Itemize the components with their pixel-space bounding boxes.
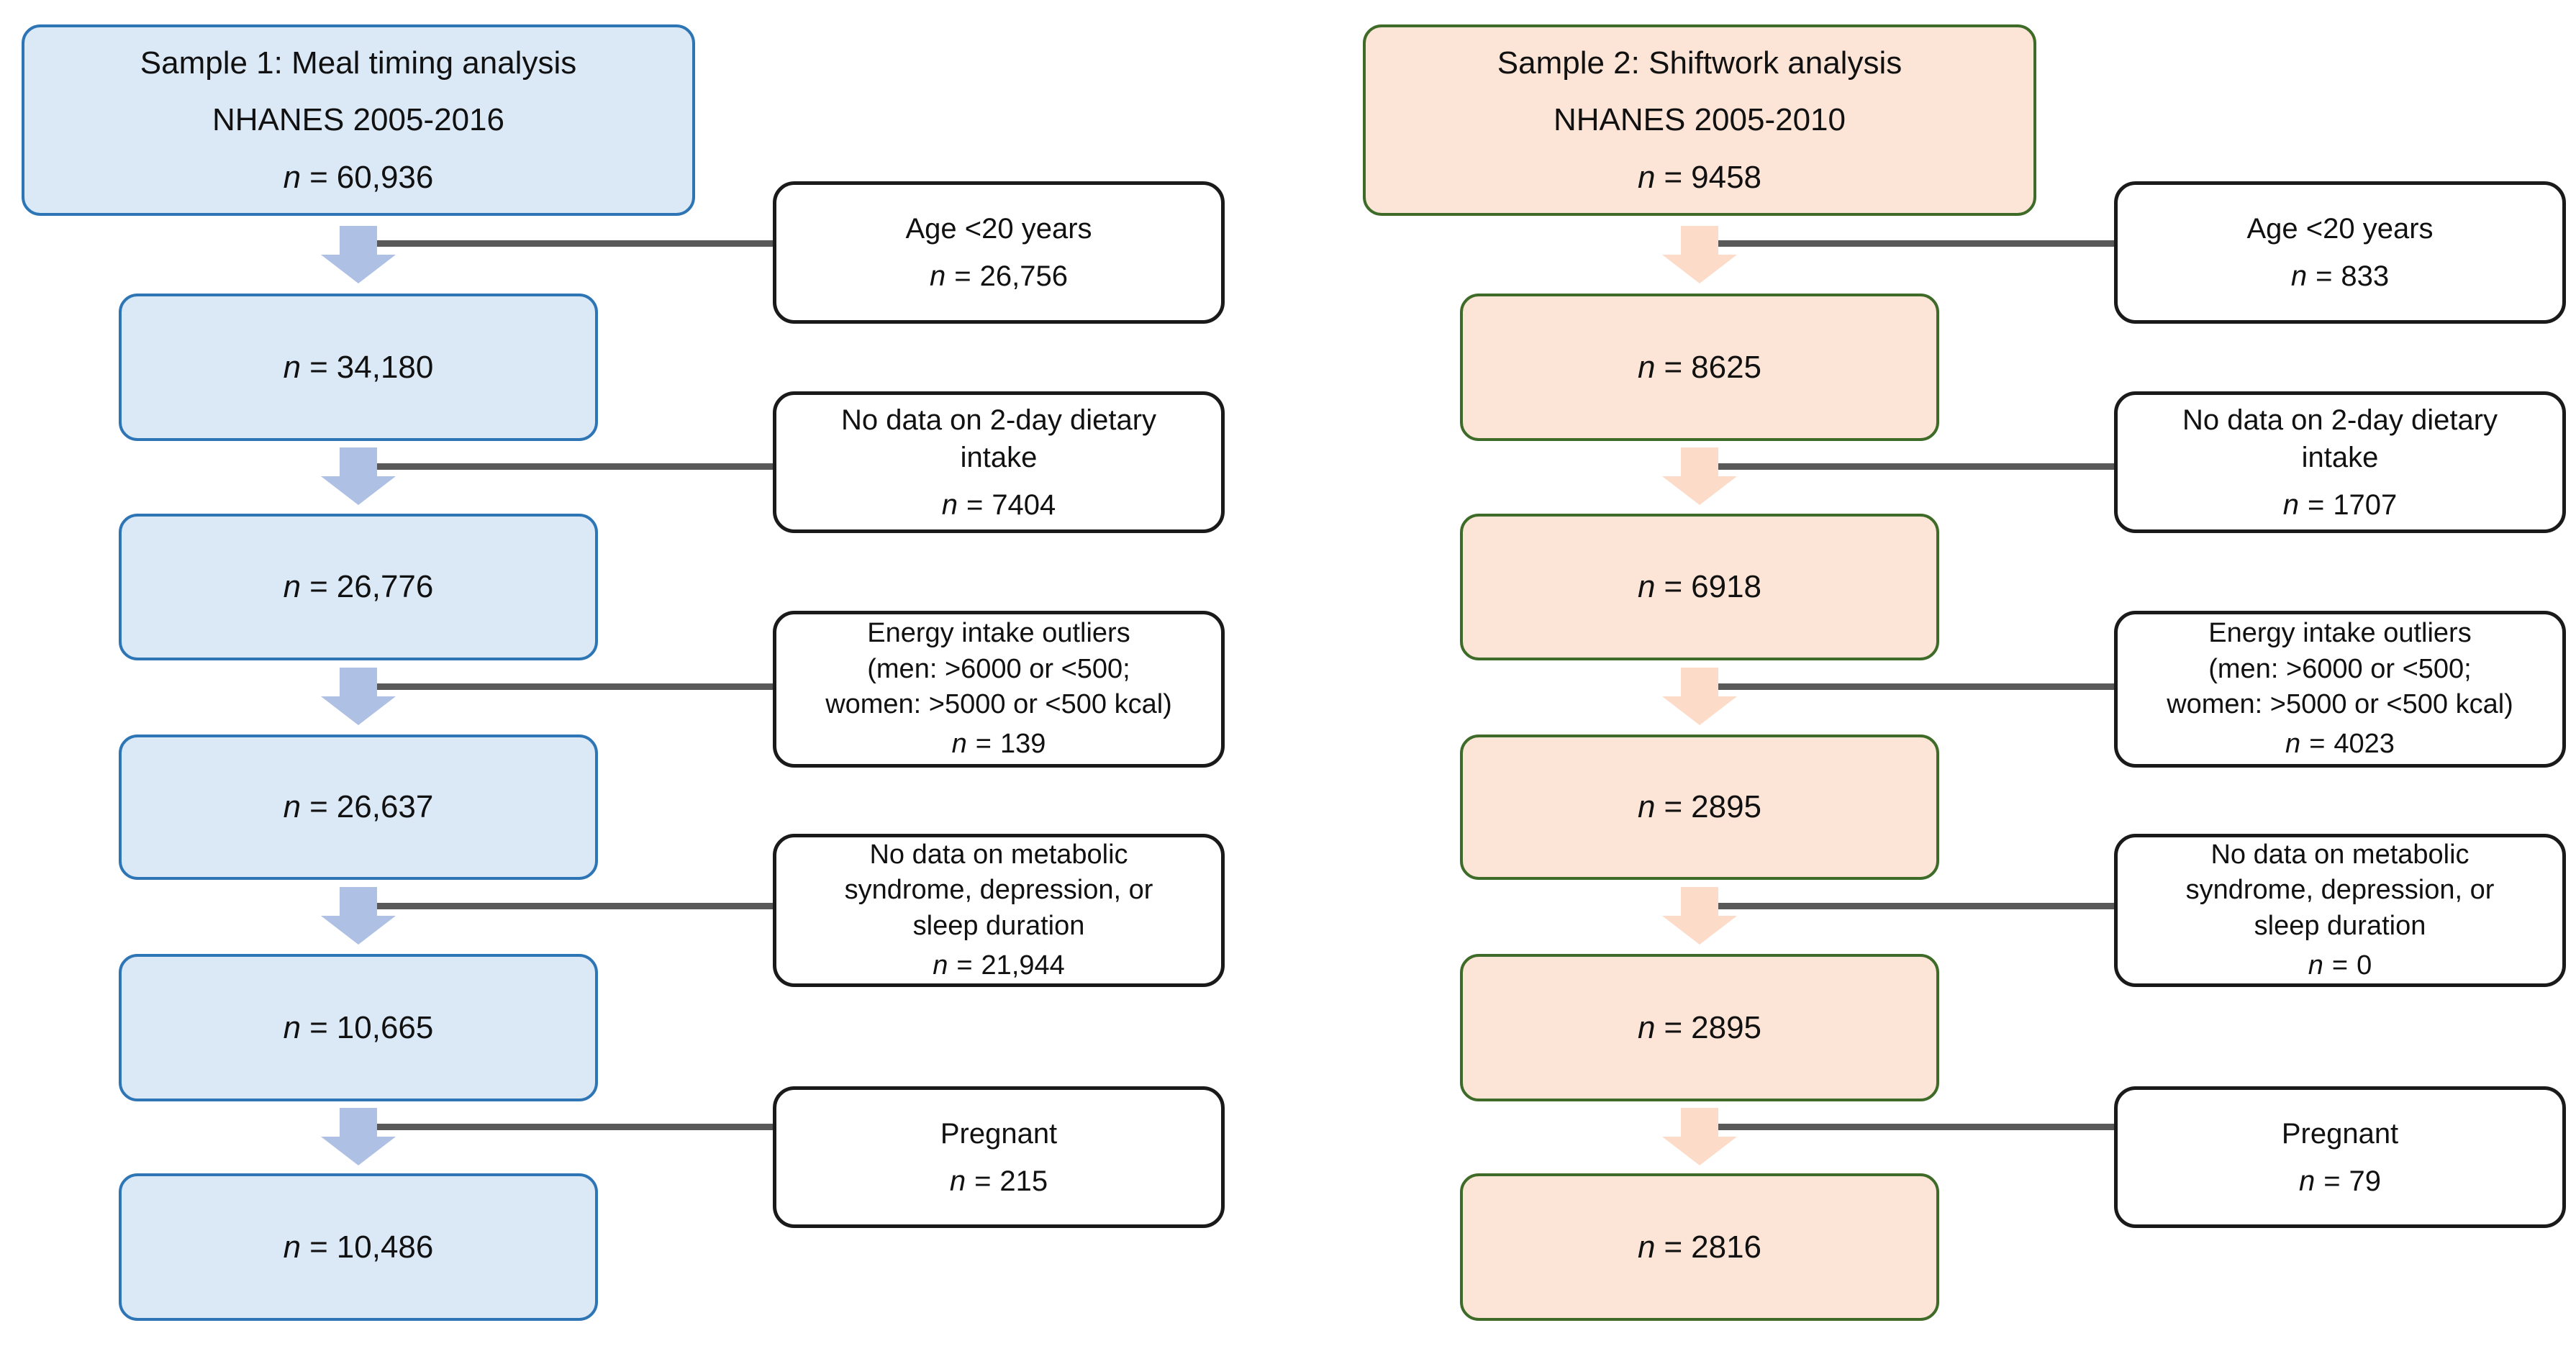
- exclusion-line: No data on metabolic: [869, 839, 1128, 870]
- exclusion-text: Age <20 years: [905, 210, 1092, 247]
- exclusion-line: Energy intake outliers: [2208, 618, 2472, 649]
- n-count: n=26,637: [283, 789, 434, 824]
- exclusion-line: sleep duration: [2254, 910, 2426, 941]
- exclusion-line: Age <20 years: [905, 213, 1092, 245]
- down-arrow-icon: [1662, 887, 1737, 945]
- n-count: n=8625: [1637, 349, 1762, 385]
- sample1-exclusion-box-1: Age <20 years n=26,756: [773, 181, 1225, 324]
- n-count: n=10,665: [283, 1009, 434, 1045]
- n-count: n=9458: [1637, 159, 1762, 195]
- down-arrow-icon: [321, 447, 396, 505]
- sample1-step-box-2: n=26,776: [119, 514, 598, 660]
- exclusion-line: sleep duration: [912, 910, 1085, 941]
- connector-line: [1715, 683, 2118, 690]
- sample2-step-box-2: n=6918: [1460, 514, 1939, 660]
- connector-line: [374, 903, 777, 909]
- n-count: n=60,936: [283, 159, 434, 195]
- exclusion-text: Pregnant: [940, 1115, 1057, 1152]
- down-arrow-icon: [321, 226, 396, 283]
- n-count: n=4023: [2285, 729, 2395, 760]
- sample2-step-box-1: n=8625: [1460, 294, 1939, 441]
- exclusion-text: Energy intake outliers (men: >6000 or <5…: [2167, 616, 2513, 722]
- sample1-exclusion-box-5: Pregnant n=215: [773, 1086, 1225, 1228]
- exclusion-line: intake: [960, 441, 1038, 473]
- n-count: n=6918: [1637, 569, 1762, 604]
- n-count: n=34,180: [283, 349, 434, 385]
- title-line: Sample 1: Meal timing analysis: [140, 45, 577, 81]
- down-arrow-icon: [1662, 447, 1737, 505]
- sample1-step-box-4: n=10,665: [119, 954, 598, 1101]
- connector-line: [1715, 240, 2118, 247]
- exclusion-line: women: >5000 or <500 kcal): [825, 689, 1172, 719]
- exclusion-text: Age <20 years: [2246, 210, 2433, 247]
- exclusion-line: syndrome, depression, or: [844, 875, 1153, 906]
- n-count: n=7404: [941, 488, 1056, 521]
- exclusion-text: No data on 2-day dietary intake: [2182, 401, 2498, 476]
- exclusion-text: Energy intake outliers (men: >6000 or <5…: [825, 616, 1172, 722]
- n-count: n=26,776: [283, 569, 434, 604]
- n-count: n=26,756: [930, 260, 1068, 292]
- exclusion-line: intake: [2301, 441, 2379, 473]
- n-count: n=139: [951, 729, 1046, 760]
- down-arrow-icon: [1662, 1108, 1737, 1165]
- exclusion-text: Pregnant: [2282, 1115, 2398, 1152]
- exclusion-line: Pregnant: [2281, 1117, 2399, 1150]
- n-count: n=21,944: [933, 950, 1065, 981]
- sample2-exclusion-box-1: Age <20 years n=833: [2114, 181, 2566, 324]
- connector-line: [1715, 1124, 2118, 1130]
- exclusion-line: Pregnant: [940, 1117, 1058, 1150]
- sample2-exclusion-box-2: No data on 2-day dietary intake n=1707: [2114, 391, 2566, 533]
- exclusion-line: Age <20 years: [2246, 213, 2434, 245]
- n-count: n=10,486: [283, 1229, 434, 1265]
- exclusion-text: No data on metabolic syndrome, depressio…: [845, 837, 1153, 944]
- sample1-step-box-1: n=34,180: [119, 294, 598, 441]
- n-count: n=79: [2298, 1165, 2382, 1197]
- exclusion-line: Energy intake outliers: [867, 618, 1130, 649]
- exclusion-line: syndrome, depression, or: [2185, 875, 2495, 906]
- exclusion-line: No data on 2-day dietary: [840, 404, 1157, 436]
- n-count: n=2895: [1637, 1009, 1762, 1045]
- n-count: n=2895: [1637, 789, 1762, 824]
- sample2-exclusion-box-5: Pregnant n=79: [2114, 1086, 2566, 1228]
- sample1-exclusion-box-2: No data on 2-day dietary intake n=7404: [773, 391, 1225, 533]
- sample2-title-box: Sample 2: Shiftwork analysis NHANES 2005…: [1363, 24, 2036, 216]
- connector-line: [374, 683, 777, 690]
- exclusion-line: women: >5000 or <500 kcal): [2167, 689, 2513, 719]
- sample2-exclusion-box-3: Energy intake outliers (men: >6000 or <5…: [2114, 611, 2566, 768]
- exclusion-text: No data on 2-day dietary intake: [841, 401, 1156, 476]
- sample2-step-box-3: n=2895: [1460, 735, 1939, 880]
- exclusion-line: (men: >6000 or <500;: [867, 653, 1130, 684]
- exclusion-text: No data on metabolic syndrome, depressio…: [2186, 837, 2495, 944]
- n-count: n=215: [949, 1165, 1048, 1197]
- sample1-title-box: Sample 1: Meal timing analysis NHANES 20…: [22, 24, 695, 216]
- sample2-exclusion-box-4: No data on metabolic syndrome, depressio…: [2114, 834, 2566, 987]
- exclusion-line: No data on metabolic: [2210, 839, 2470, 870]
- down-arrow-icon: [321, 1108, 396, 1165]
- connector-line: [1715, 903, 2118, 909]
- exclusion-line: No data on 2-day dietary: [2182, 404, 2498, 436]
- sample1-exclusion-box-3: Energy intake outliers (men: >6000 or <5…: [773, 611, 1225, 768]
- title-line: Sample 2: Shiftwork analysis: [1497, 45, 1902, 81]
- down-arrow-icon: [321, 668, 396, 725]
- title-line: NHANES 2005-2010: [1553, 102, 1846, 138]
- down-arrow-icon: [1662, 668, 1737, 725]
- down-arrow-icon: [1662, 226, 1737, 283]
- sample2-step-box-4: n=2895: [1460, 954, 1939, 1101]
- sample1-step-box-5: n=10,486: [119, 1173, 598, 1321]
- connector-line: [374, 240, 777, 247]
- connector-line: [374, 463, 777, 470]
- n-count: n=1707: [2282, 488, 2398, 521]
- n-count: n=2816: [1637, 1229, 1762, 1265]
- sample1-step-box-3: n=26,637: [119, 735, 598, 880]
- sample2-step-box-5: n=2816: [1460, 1173, 1939, 1321]
- n-count: n=0: [2308, 950, 2372, 981]
- exclusion-line: (men: >6000 or <500;: [2208, 653, 2472, 684]
- title-line: NHANES 2005-2016: [212, 102, 504, 138]
- connector-line: [374, 1124, 777, 1130]
- connector-line: [1715, 463, 2118, 470]
- down-arrow-icon: [321, 887, 396, 945]
- sample1-exclusion-box-4: No data on metabolic syndrome, depressio…: [773, 834, 1225, 987]
- n-count: n=833: [2290, 260, 2390, 292]
